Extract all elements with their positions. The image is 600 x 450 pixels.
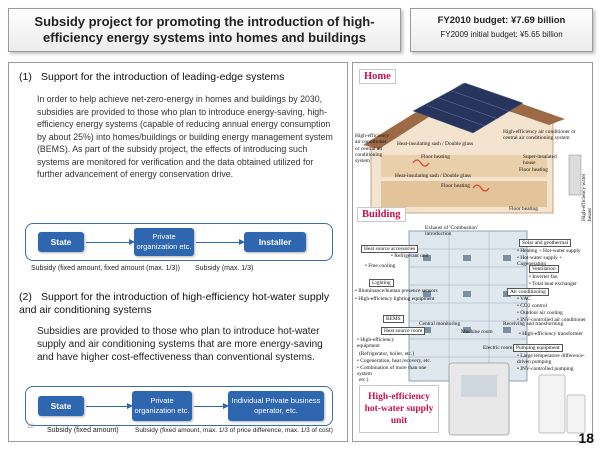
section2-heading: (2)Support for the introduction of high-…	[19, 291, 341, 317]
budget-box: FY2010 budget: ¥7.69 billion FY2009 init…	[410, 8, 593, 52]
flow1-label-left: Subsidy (fixed amount, fixed amount (max…	[31, 265, 181, 272]
bldg-label-co2: • CO2 control	[517, 303, 548, 309]
bldg-label-boiler: (Refrigerator, boiler, etc.)	[359, 351, 415, 357]
bldg-label-heat-source-acc: Heat source accessories	[361, 245, 419, 254]
bldg-label-machine-room: Machine room	[461, 329, 493, 335]
bldg-label-heat-source-room: Heat source room	[381, 327, 426, 336]
flow1-arrow-1	[86, 238, 135, 245]
left-panel: (1) Support for the introduction of leadi…	[8, 62, 348, 442]
flow2-node-private: Private organization etc.	[132, 391, 192, 421]
bldg-label-transformer: • High-efficiency transformer	[519, 331, 583, 337]
bldg-label-vac: • VAC	[517, 296, 531, 302]
flow1-label-right: Subsidy (max. 1/3)	[195, 265, 254, 272]
bldg-label-inverter-fan: • Inverter fan	[529, 274, 558, 280]
bldg-label-heat-source-equip: • High-efficiency equipment	[357, 337, 395, 350]
section1-body: In order to help achieve net-zero-energy…	[37, 94, 333, 179]
section2-body: Subsidies are provided to those who plan…	[37, 326, 323, 363]
home-label-ac-left: High-efficiency air conditioner or centr…	[355, 133, 390, 165]
house-floor-lower	[381, 181, 547, 207]
budget-main: FY2010 budget: ¥7.69 billion	[437, 15, 566, 26]
water-heater-icon	[568, 154, 582, 196]
home-tag: Home	[359, 69, 396, 84]
home-label-floor-3: Floor heating	[441, 183, 470, 189]
flow2-node-individual: Individual Private business operator, et…	[228, 391, 324, 421]
page-footer: 18	[27, 424, 34, 430]
bldg-label-illuminance: • Illuminance/human presence sensors	[355, 288, 438, 294]
bldg-label-free-cooling: • Free cooling	[365, 263, 396, 269]
hotwater-tag: High-efficiency hot-water supply unit	[359, 385, 439, 433]
house-roof	[363, 83, 565, 149]
home-label-floor-2: Floor heating	[519, 167, 548, 173]
section1-number: (1)	[19, 71, 32, 83]
bldg-label-heating-hotwater: • Heating + Hot-water supply	[517, 248, 581, 254]
home-label-floor-4: Floor heating	[509, 206, 538, 212]
bldg-label-inv-ac: • INV-controlled air conditioner	[517, 317, 586, 323]
illustration-panel: Home Building High-efficiency air condit…	[352, 62, 593, 442]
bldg-label-electric-room: Electric room	[483, 345, 513, 351]
bldg-label-combination: • Combination of more than one system	[357, 365, 427, 378]
bldg-label-inv-pump: • INV-controlled pumping	[517, 366, 574, 372]
slide-title-box: Subsidy project for promoting the introd…	[8, 8, 401, 52]
bldg-label-lighting: Lighting	[369, 279, 394, 288]
budget-sub: FY2009 initial budget: ¥5.65 billion	[440, 30, 563, 39]
section1-flow: State Private organization etc. Installe…	[25, 223, 333, 261]
flow2-arrow-2	[194, 402, 229, 409]
bldg-label-air-cond: Air conditioning	[507, 288, 549, 297]
bldg-label-solar: Solar and geothermal	[519, 239, 572, 248]
bldg-label-central-monitoring: Central monitoring	[419, 321, 461, 327]
bldg-label-ventilation: Ventilation	[529, 265, 559, 274]
house-floor-upper	[381, 155, 547, 177]
home-label-sash-bottom: Heat-insulating sash / Double glass	[395, 173, 472, 179]
flow2-arrow-1	[86, 402, 133, 409]
flow2-label-left: Subsidy (fixed amount)	[47, 427, 119, 434]
section2-number: (2)	[19, 291, 32, 303]
bldg-label-cogen: • Cogeneration, heat recovery, etc.	[357, 358, 432, 364]
solar-panel-icon	[412, 82, 524, 134]
home-label-floor-1: Floor heating	[421, 154, 450, 160]
bldg-label-receiving: Receiving and transforming	[503, 321, 564, 327]
flow1-node-state: State	[38, 232, 84, 252]
flow1-node-private: Private organization etc.	[134, 228, 194, 256]
section2-flow: State Private organization etc. Individu…	[25, 386, 333, 426]
hot-water-tank-icon	[538, 374, 566, 434]
bldg-label-hotwater-cogen: • Hot-water supply + Cogeneration	[517, 255, 563, 267]
section1-heading: (1) Support for the introduction of leadi…	[19, 71, 339, 84]
section1-heading-text: Support for the introduction of leading-…	[41, 71, 285, 83]
section2-heading-text: Support for the introduction of high-eff…	[19, 291, 330, 316]
home-label-sash-top: Heat-insulating sash / Double glass	[397, 141, 474, 147]
flow2-label-right: Subsidy (fixed amount, max. 1/3 of price…	[135, 427, 333, 434]
home-label-ac-right: High-efficiency air conditioner or centr…	[503, 129, 576, 142]
flow1-node-installer: Installer	[244, 232, 306, 252]
bldg-label-lighting-equip: • High-efficiency lighting equipment	[355, 296, 435, 302]
page-number: 18	[578, 430, 594, 446]
hotwater-tag-text: High-efficiency hot-water supply unit	[364, 392, 434, 426]
building-tag: Building	[357, 207, 406, 222]
bldg-label-bems: BEMS	[383, 315, 404, 324]
bldg-label-exhaust: Exhaust of 'Combustion' introduction	[425, 225, 478, 238]
bldg-label-large-temp: • Large temperature difference-driven pu…	[517, 353, 585, 366]
home-label-super-insulated: Super-insulated house	[523, 154, 557, 167]
flow1-arrow-2	[196, 238, 245, 245]
bldg-label-heat-exchanger: • Total heat exchanger	[529, 281, 577, 287]
heat-pump-unit-icon	[566, 394, 586, 434]
bldg-label-refrigerant: • Refrigerant unit	[391, 253, 429, 259]
bldg-label-etc: etc.)	[359, 377, 369, 383]
house-building-illustration	[363, 82, 586, 436]
home-label-water-heater: High-efficiency water heater	[581, 173, 593, 221]
bldg-label-pumping: Pumping equipment	[513, 344, 563, 353]
bldg-label-outdoor-air: • Outdoor air cooling	[517, 310, 563, 316]
slide-title: Subsidy project for promoting the introd…	[34, 14, 375, 45]
water-heater-unit-icon	[448, 362, 510, 436]
flow2-node-state: State	[38, 396, 84, 416]
